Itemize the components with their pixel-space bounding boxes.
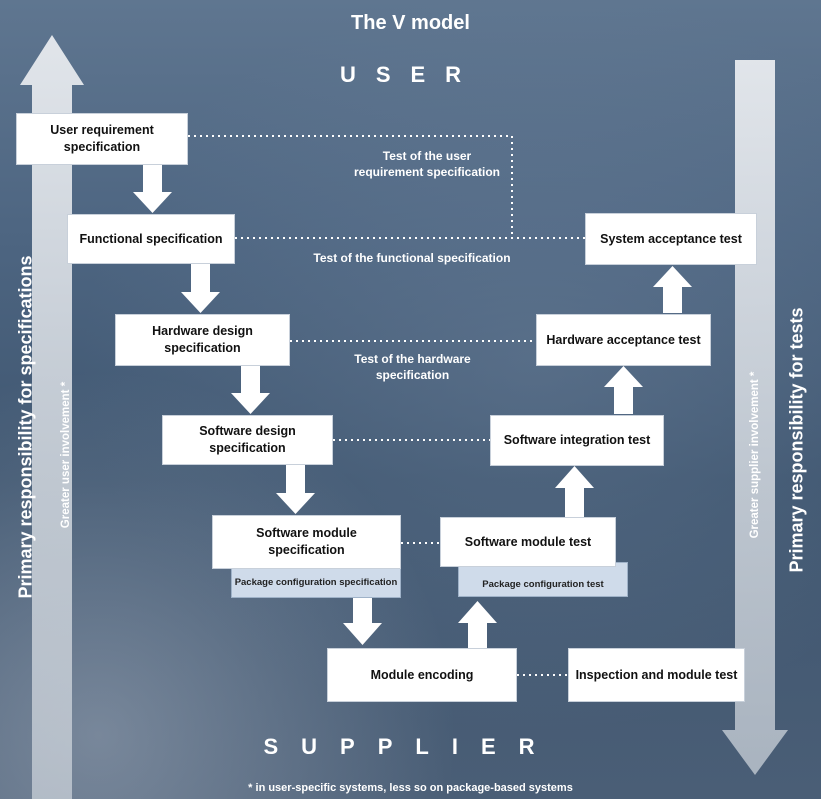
left-axis-primary-label: Primary responsibility for specification… (15, 255, 36, 599)
link-urs-test (188, 135, 513, 238)
arrow-up-smt-sit (555, 466, 594, 517)
link-label-fs: Test of the functional specification (313, 251, 511, 265)
link-label-urs: Test of the user requirement specificati… (353, 149, 501, 179)
arrow-down-pcs-me (343, 597, 382, 645)
arrow-up-hat-sat (653, 266, 692, 313)
box-functional-specification: Functional specification (67, 214, 235, 264)
arrow-down-fs-hds (181, 264, 220, 313)
arrow-down-sds-sms (276, 465, 315, 514)
diagram-title: The V model (351, 12, 470, 34)
link-label-hw: Test of the hardware specification (354, 352, 471, 382)
arrow-down-hds-sds (231, 366, 270, 414)
arrow-down-urs-fs (133, 165, 172, 213)
supplier-label: SUPPLIER (263, 734, 558, 759)
arrow-up-sit-hat (604, 366, 643, 414)
box-module-encoding: Module encoding (327, 648, 517, 702)
user-label: USER (339, 62, 482, 87)
box-hardware-design-specification: Hardware design specification (115, 314, 290, 366)
arrow-up-me-smt (458, 601, 497, 649)
box-software-integration-test: Software integration test (490, 415, 664, 466)
right-axis-primary-label: Primary responsibility for tests (786, 307, 807, 573)
box-software-module-test: Software module test (440, 517, 616, 567)
box-software-module-specification: Software module specification (212, 515, 401, 569)
right-axis-secondary-label: Greater supplier involvement * (749, 371, 761, 539)
box-inspection-and-module-test: Inspection and module test (568, 648, 745, 702)
box-software-design-specification: Software design specification (162, 415, 333, 465)
left-axis-secondary-label: Greater user involvement * (60, 381, 72, 529)
box-package-configuration-test: Package configuration test (458, 562, 628, 597)
box-hardware-acceptance-test: Hardware acceptance test (536, 314, 711, 366)
box-system-acceptance-test: System acceptance test (585, 213, 757, 265)
box-package-configuration-specification: Package configuration specification (231, 564, 401, 598)
box-user-requirement-specification: User requirement specification (16, 113, 188, 165)
footnote: * in user-specific systems, less so on p… (248, 782, 573, 794)
